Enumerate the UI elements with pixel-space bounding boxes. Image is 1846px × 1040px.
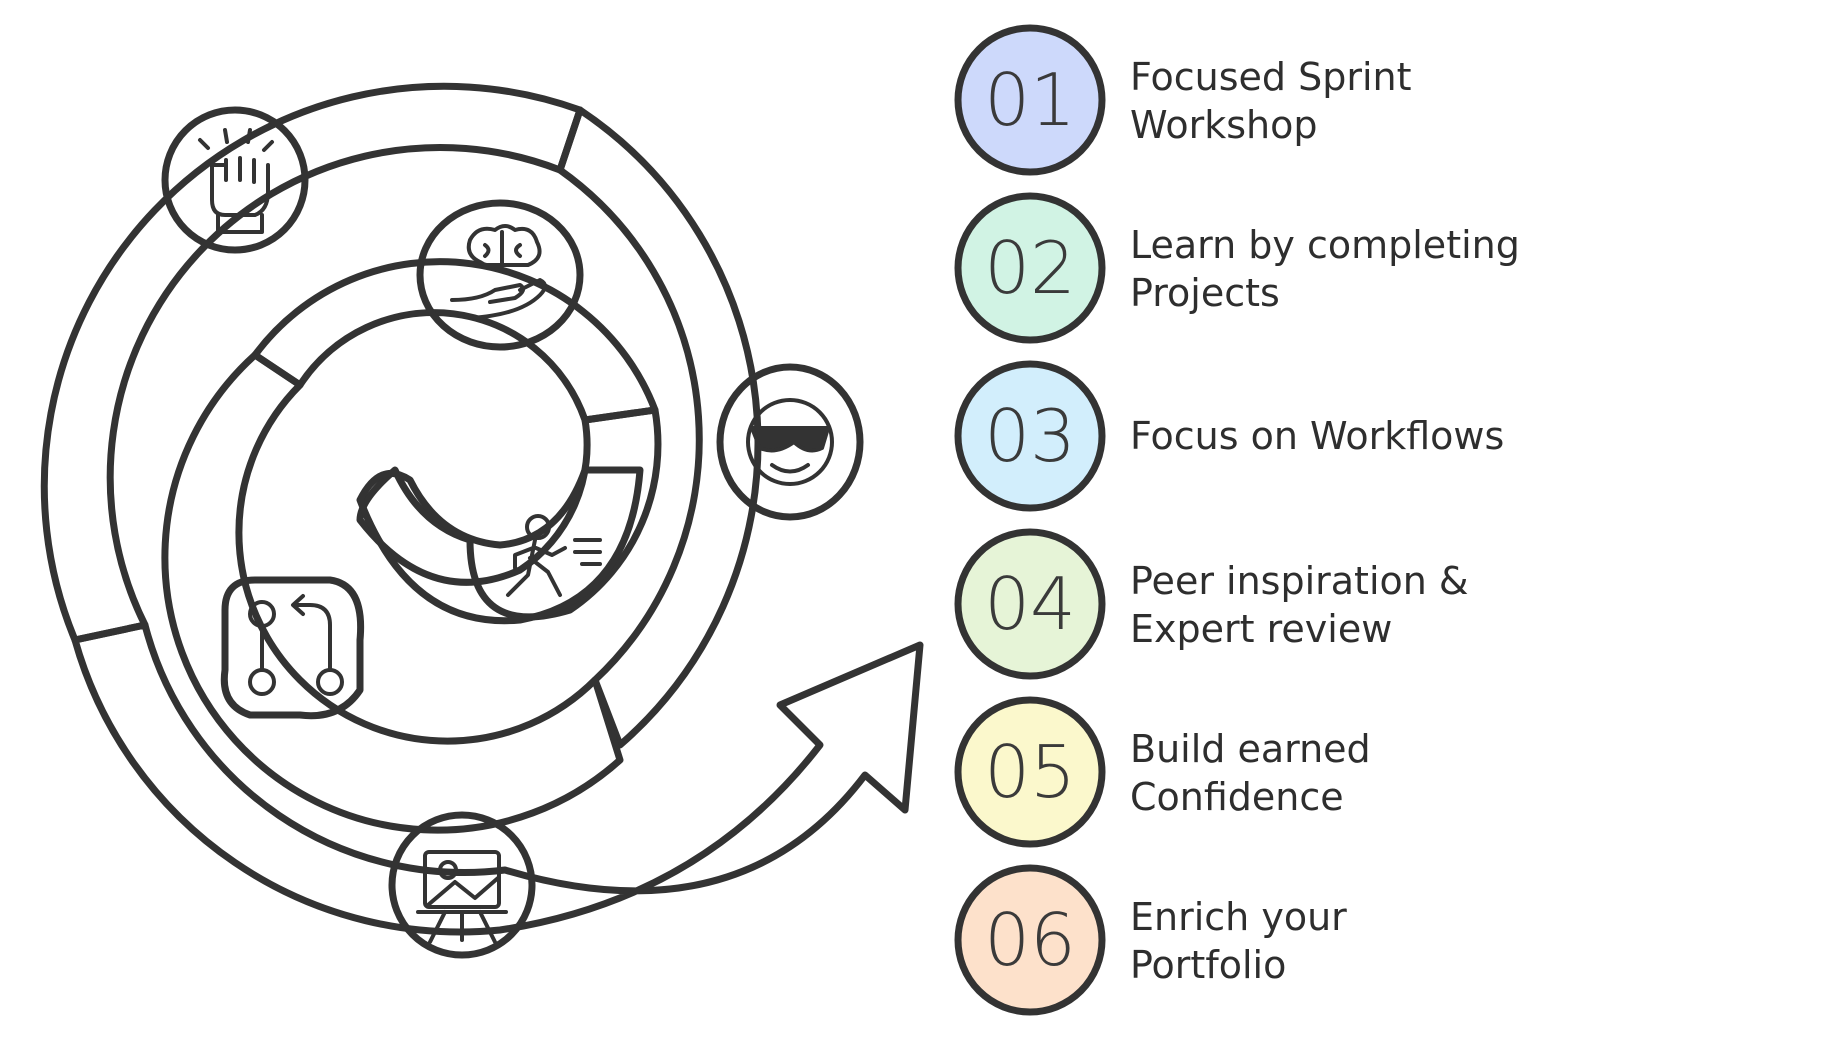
ring-segment-peach [71,621,924,936]
step-number: 02 [984,226,1076,310]
fist-icon [198,128,274,234]
ring-segment-green [556,106,762,749]
step-number: 05 [984,730,1076,814]
runner-icon [506,514,602,597]
ring-segment-yellow [40,82,584,644]
step-number: 01 [984,58,1076,142]
step-number-circle [954,528,1106,680]
step-number: 06 [984,898,1076,982]
easel-badge [388,811,536,959]
step-title-line2: Projects [1130,271,1280,315]
step-title-line1: Focus on Workflows [1130,414,1504,458]
step-title-line1: Learn by completing [1130,223,1520,267]
step-number-circle [954,192,1106,344]
step-number-circle [954,24,1106,176]
brain-hand-icon [450,224,547,320]
step-number-circle [954,696,1106,848]
workflow-icon [248,594,344,696]
step-title-line2: Expert review [1130,607,1392,651]
runner-badge [506,514,602,597]
cool-face-badge [716,363,864,521]
step-number-circle [954,864,1106,1016]
step-title-line2: Portfolio [1130,943,1286,987]
step-title-line1: Peer inspiration & [1130,559,1469,603]
step-title-line1: Enrich your [1130,895,1347,939]
step-title-line1: Focused Sprint [1130,55,1412,99]
workflow-badge [220,576,365,720]
step-item: 03 Focus on Workflows [954,360,1504,512]
step-number-circle [954,360,1106,512]
step-number: 04 [984,562,1076,646]
brain-badge [416,199,584,351]
ring-segment-sky [161,351,624,834]
ring-segment-blue [356,406,662,621]
step-title-line2: Confidence [1130,775,1344,819]
inner-ring [161,258,662,834]
step-number: 03 [984,394,1076,478]
step-title-line1: Build earned [1130,727,1371,771]
ring-segment-mint [251,258,659,424]
fist-badge [161,106,309,254]
outer-ring [40,82,924,936]
spiral-tail [356,466,644,625]
presentation-easel-icon [416,850,508,944]
step-title-line2: Workshop [1130,103,1317,147]
step-item: 04 Peer inspiration &Expert review [954,528,1469,680]
cool-face-icon [746,398,834,486]
